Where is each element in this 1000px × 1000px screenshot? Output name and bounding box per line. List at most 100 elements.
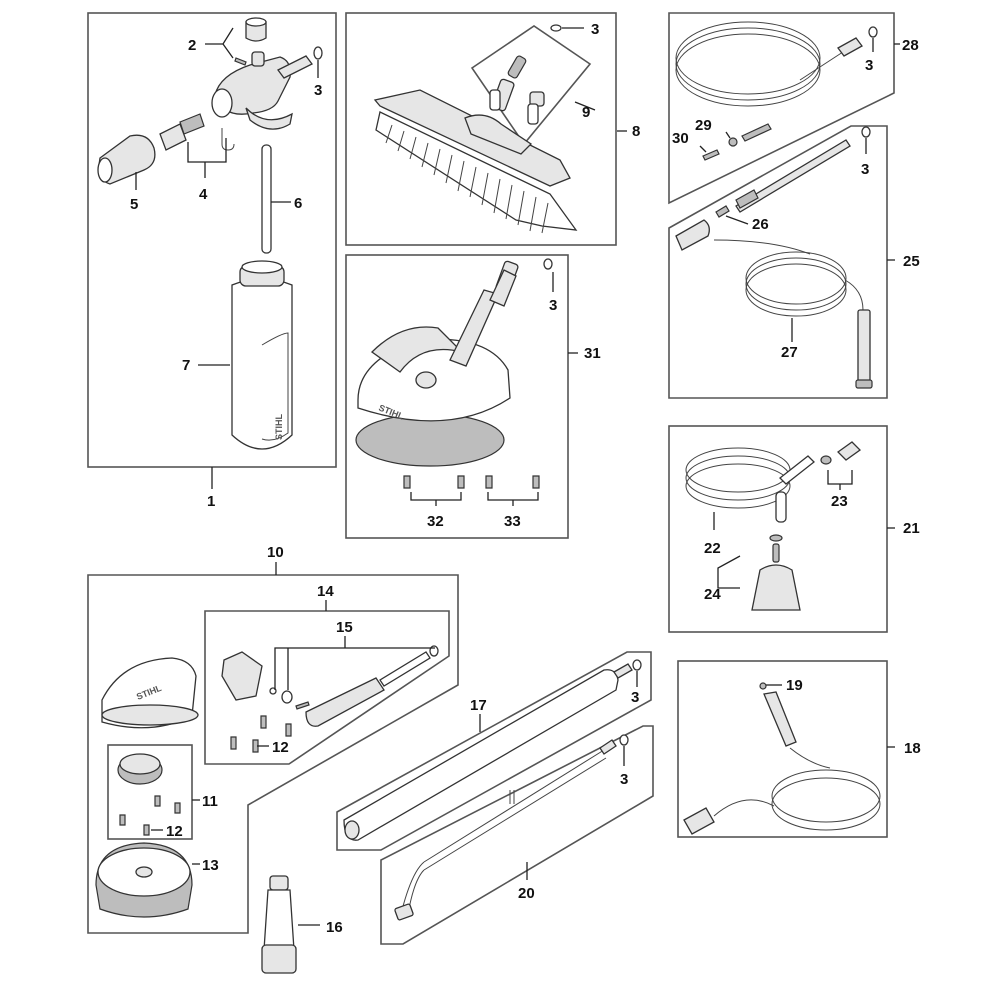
callout-2: 2 (188, 37, 196, 54)
part-3-oring[interactable] (632, 659, 642, 671)
callout-13: 13 (202, 857, 219, 874)
part-29-nut[interactable] (728, 137, 738, 147)
group-11-frame (107, 744, 193, 840)
group-10-rotary-brush: STIHL (87, 544, 459, 974)
group-18-high-pressure-hose: 19 18 (677, 660, 921, 838)
group-31-surface-cleaner: STIHL 3 31 32 33 (345, 254, 601, 539)
callout-24: 24 (704, 586, 721, 603)
callout-3: 3 (549, 297, 557, 314)
callout-21: 21 (903, 520, 920, 537)
part-3-oring[interactable] (550, 24, 562, 32)
group-14-frame (204, 610, 450, 765)
part-8-brush[interactable] (373, 89, 578, 234)
group-31-frame (345, 254, 569, 539)
callout-3: 3 (861, 161, 869, 178)
callout-3: 3 (865, 57, 873, 74)
group-1-frame (87, 12, 337, 468)
callout-11: 11 (202, 793, 218, 810)
part-7-bottle[interactable]: STIHL (231, 260, 293, 450)
group-25-pipe-cleaning-hose: 3 26 27 25 (668, 125, 920, 399)
part-16-adapter[interactable] (261, 875, 297, 974)
callout-19: 19 (786, 677, 803, 694)
part-4-insert[interactable] (159, 113, 205, 151)
callout-3: 3 (631, 689, 639, 706)
part-3-oring[interactable] (861, 126, 871, 138)
callout-23: 23 (831, 493, 848, 510)
part-20-angled-lance[interactable] (394, 739, 617, 921)
callout-32: 32 (427, 513, 444, 530)
part-15-orings[interactable] (269, 687, 293, 704)
callout-28: 28 (902, 37, 919, 54)
part-6-tube[interactable] (261, 144, 272, 254)
group-9-frame (470, 25, 592, 146)
part-32-screws[interactable] (403, 475, 465, 489)
callout-10: 10 (267, 544, 284, 561)
part-3-oring[interactable] (619, 734, 629, 746)
callout-1: 1 (207, 493, 215, 510)
callout-33: 33 (504, 513, 521, 530)
callout-27: 27 (781, 344, 798, 361)
part-5-nozzle-cap[interactable] (97, 134, 156, 185)
callout-20: 20 (518, 885, 535, 902)
callout-25: 25 (903, 253, 920, 270)
group-10-frame (87, 574, 459, 934)
foam-nozzle-body[interactable] (211, 51, 313, 130)
part-10-brush-cover[interactable]: STIHL (101, 657, 199, 729)
part-27-hose[interactable] (675, 219, 873, 389)
part-19-oring[interactable] (759, 682, 767, 690)
part-3-oring[interactable] (868, 26, 878, 38)
callout-16: 16 (326, 919, 343, 936)
bottle-brand-text: STIHL (274, 413, 284, 440)
callout-14: 14 (317, 583, 334, 600)
part-13-brush-head[interactable] (95, 842, 193, 918)
group-25-frame (668, 125, 888, 399)
callout-12: 12 (166, 823, 183, 840)
group-18-frame (677, 660, 888, 838)
part-12-screws-rotor[interactable] (119, 795, 181, 836)
group-20-angled-lance: 3 20 (380, 725, 654, 945)
callout-4: 4 (199, 186, 208, 203)
part-11-rotor[interactable] (117, 753, 163, 785)
part-33-screws[interactable] (485, 475, 540, 489)
group-1-foam-kit: STIHL 2 3 4 5 6 7 1 (87, 12, 337, 510)
part-30-pin[interactable] (702, 149, 720, 161)
callout-22: 22 (704, 540, 721, 557)
part-22-hose[interactable] (685, 447, 815, 523)
group-17-frame (336, 651, 652, 851)
callout-15: 15 (336, 619, 353, 636)
part-9-adapter-b[interactable] (527, 91, 545, 125)
group-21-suction-hose: 23 22 24 21 (668, 425, 920, 633)
part-25-lance[interactable] (735, 139, 851, 213)
part-28-hose[interactable] (675, 21, 863, 142)
callout-31: 31 (584, 345, 601, 362)
group-28-extension-hose: 3 28 29 30 (668, 12, 919, 205)
part-14-housing[interactable] (221, 651, 263, 701)
callout-17: 17 (470, 697, 487, 714)
callout-8: 8 (632, 123, 640, 140)
callout-7: 7 (182, 357, 190, 374)
part-15-lance[interactable] (295, 645, 439, 727)
part-3-oring[interactable] (313, 46, 323, 60)
part-18-hose[interactable] (683, 691, 881, 835)
callout-26: 26 (752, 216, 769, 233)
part-23-connector[interactable] (820, 441, 862, 465)
group-8-wash-brush: 3 9 8 (345, 12, 640, 246)
callout-18: 18 (904, 740, 921, 757)
callout-3: 3 (314, 82, 322, 99)
part-17-lance[interactable] (343, 663, 633, 841)
part-9-adapter-a[interactable] (489, 55, 527, 112)
part-2-nut[interactable] (245, 17, 267, 42)
callout-12: 12 (272, 739, 289, 756)
part-24-filter[interactable] (751, 534, 801, 611)
part-26-nozzle[interactable] (715, 205, 730, 218)
callout-29: 29 (695, 117, 712, 134)
part-31-surface-cleaner[interactable]: STIHL (355, 269, 517, 467)
part-4-clip[interactable] (221, 128, 235, 151)
part-3-oring[interactable] (543, 258, 553, 270)
part-12-screws[interactable] (230, 715, 292, 753)
part-2-pin[interactable] (234, 57, 247, 66)
callout-6: 6 (294, 195, 302, 212)
callout-30: 30 (672, 130, 689, 147)
callout-3: 3 (620, 771, 628, 788)
